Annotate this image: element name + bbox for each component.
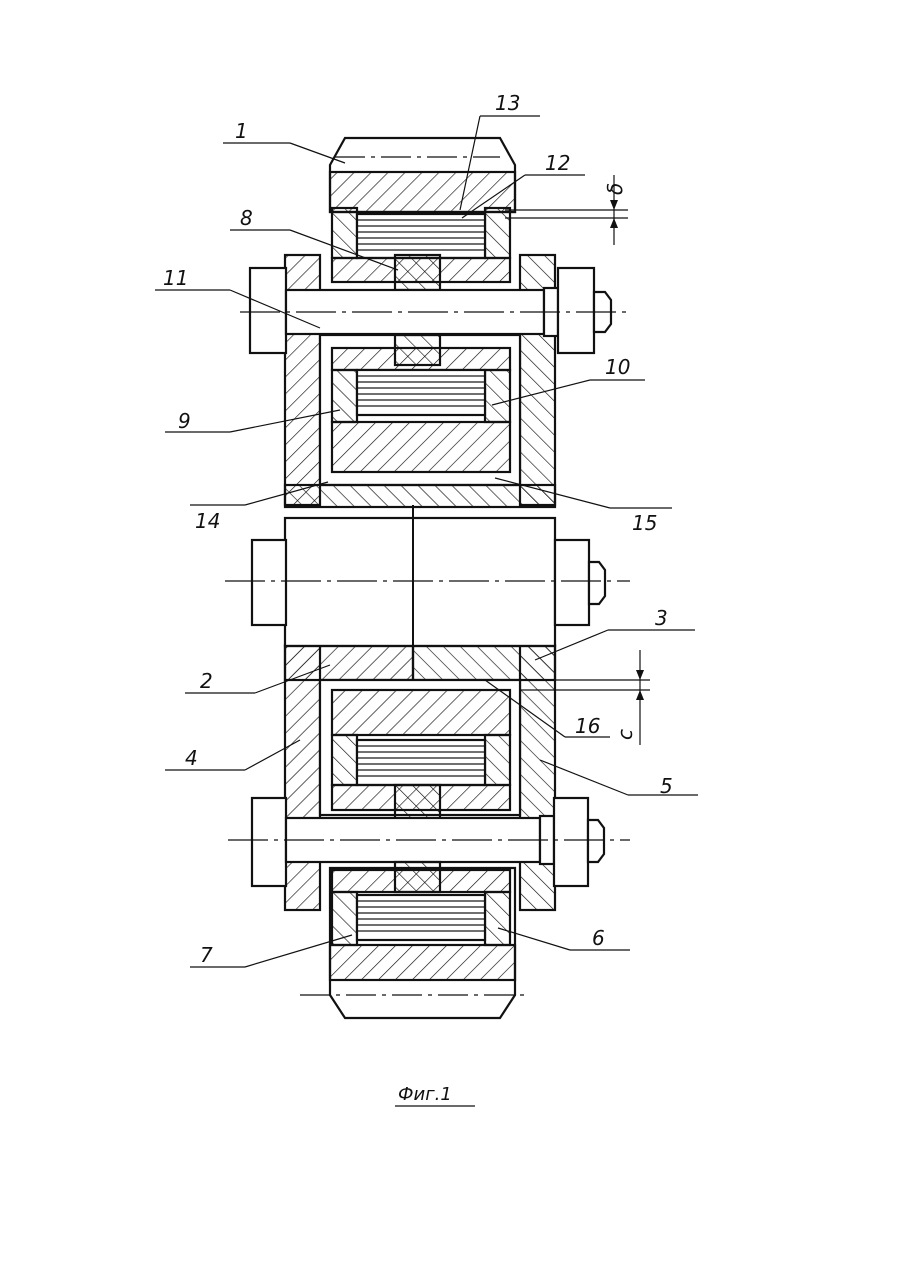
label-14: 14	[195, 509, 220, 533]
central-hub	[225, 505, 630, 680]
label-3: 3	[655, 606, 668, 630]
label-9: 9	[178, 409, 191, 433]
label-12: 12	[545, 151, 570, 175]
label-5: 5	[660, 774, 673, 798]
label-15: 15	[632, 511, 657, 535]
friction-pack-upper	[332, 208, 510, 290]
label-10: 10	[605, 355, 630, 379]
label-16: 16	[575, 714, 600, 738]
label-11: 11	[163, 266, 188, 290]
label-6: 6	[592, 926, 605, 950]
label-2: 2	[200, 669, 213, 693]
figure-caption: Фиг.1	[398, 1084, 452, 1105]
label-1: 1	[235, 119, 248, 143]
label-delta: δ	[603, 183, 627, 195]
lower-ring-assembly	[320, 680, 520, 820]
label-13: 13	[495, 91, 520, 115]
label-8: 8	[240, 206, 253, 230]
inner-ring-assembly	[285, 335, 555, 518]
label-4: 4	[185, 746, 198, 770]
label-c: c	[613, 729, 637, 740]
label-7: 7	[200, 943, 213, 967]
